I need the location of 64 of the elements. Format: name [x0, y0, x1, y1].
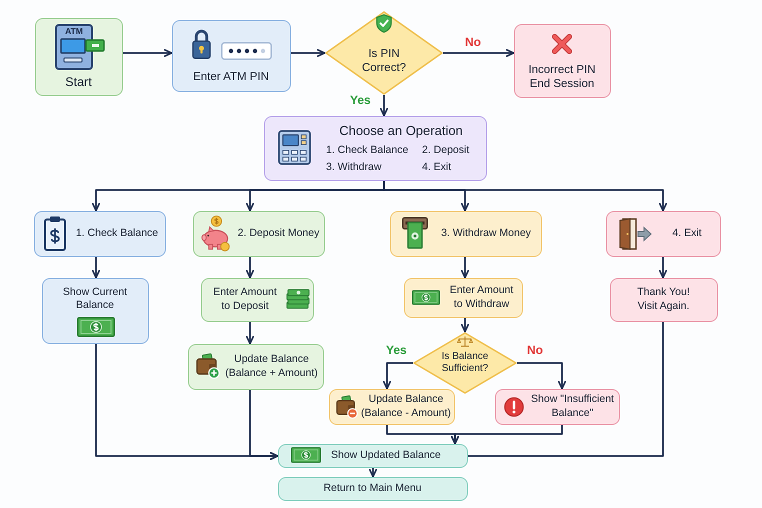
- arrow: [369, 468, 377, 478]
- process-box: [172, 20, 291, 92]
- arrow: [380, 95, 388, 116]
- box-label: Update Balance (Balance - Amount): [360, 393, 452, 420]
- process-box: [188, 344, 324, 390]
- arrow: [383, 362, 413, 390]
- arrow: [461, 318, 469, 332]
- box-label: 1. Check Balance: [76, 226, 158, 240]
- edge-label: No: [527, 343, 543, 357]
- box-label: Show Updated Balance: [331, 448, 441, 462]
- process-box: [390, 211, 542, 257]
- box-label: Update Balance (Balance + Amount): [224, 353, 319, 380]
- box-label: Start: [65, 75, 92, 91]
- process-box: [610, 278, 718, 322]
- menu-option: 4. Exit: [422, 161, 452, 175]
- box-label: Return to Main Menu: [323, 482, 422, 496]
- box-label: Enter Amount to Withdraw: [448, 284, 514, 311]
- connector-line: [468, 322, 664, 457]
- box-label: 4. Exit: [672, 226, 702, 240]
- process-box: [278, 477, 468, 501]
- arrow: [249, 390, 278, 460]
- arrow: [123, 49, 172, 57]
- decision-diamond: [325, 11, 443, 95]
- diamond-label: Is Balance Sufficient?: [440, 350, 490, 376]
- process-box: [606, 211, 721, 257]
- start-box: [35, 18, 123, 96]
- arrow: [246, 257, 254, 278]
- arrow: [517, 362, 566, 390]
- process-box: [193, 211, 325, 257]
- process-box: [404, 278, 523, 318]
- edge-label: Yes: [386, 343, 407, 357]
- process-box: [495, 389, 620, 425]
- process-box: [329, 389, 455, 425]
- arrow: [383, 181, 667, 212]
- arrow: [659, 257, 667, 278]
- icon-label: ATM: [65, 26, 83, 37]
- box-label: Enter ATM PIN: [193, 70, 269, 84]
- arrow: [443, 49, 514, 57]
- edge-label: No: [465, 35, 481, 49]
- edge-label: Yes: [350, 93, 371, 107]
- process-box: [42, 278, 149, 344]
- arrow: [246, 322, 254, 344]
- arrow: [92, 257, 100, 278]
- process-box: [201, 278, 314, 322]
- menu-box: [264, 116, 487, 181]
- box-label: 2. Deposit Money: [238, 226, 320, 240]
- diamond-label: Is PIN Correct?: [360, 46, 408, 76]
- process-box: [34, 211, 166, 257]
- box-label: Thank You! Visit Again.: [636, 286, 691, 313]
- menu-title: Choose an Operation: [339, 122, 463, 140]
- box-label: Show "Insufficient Balance": [530, 393, 615, 420]
- menu-option: 3. Withdraw: [326, 161, 382, 175]
- decision-diamond: [413, 332, 517, 394]
- box-label: Incorrect PIN End Session: [527, 62, 597, 92]
- box-label: Enter Amount to Deposit: [212, 286, 278, 313]
- process-box: [278, 444, 468, 468]
- menu-option: 1. Check Balance: [326, 144, 408, 158]
- arrow: [461, 257, 469, 278]
- menu-option: 2. Deposit: [422, 144, 470, 158]
- arrow: [291, 49, 326, 57]
- end-box: [514, 24, 611, 98]
- arrow: [451, 425, 563, 444]
- box-label: Show Current Balance: [62, 286, 128, 312]
- box-label: 3. Withdraw Money: [441, 226, 531, 240]
